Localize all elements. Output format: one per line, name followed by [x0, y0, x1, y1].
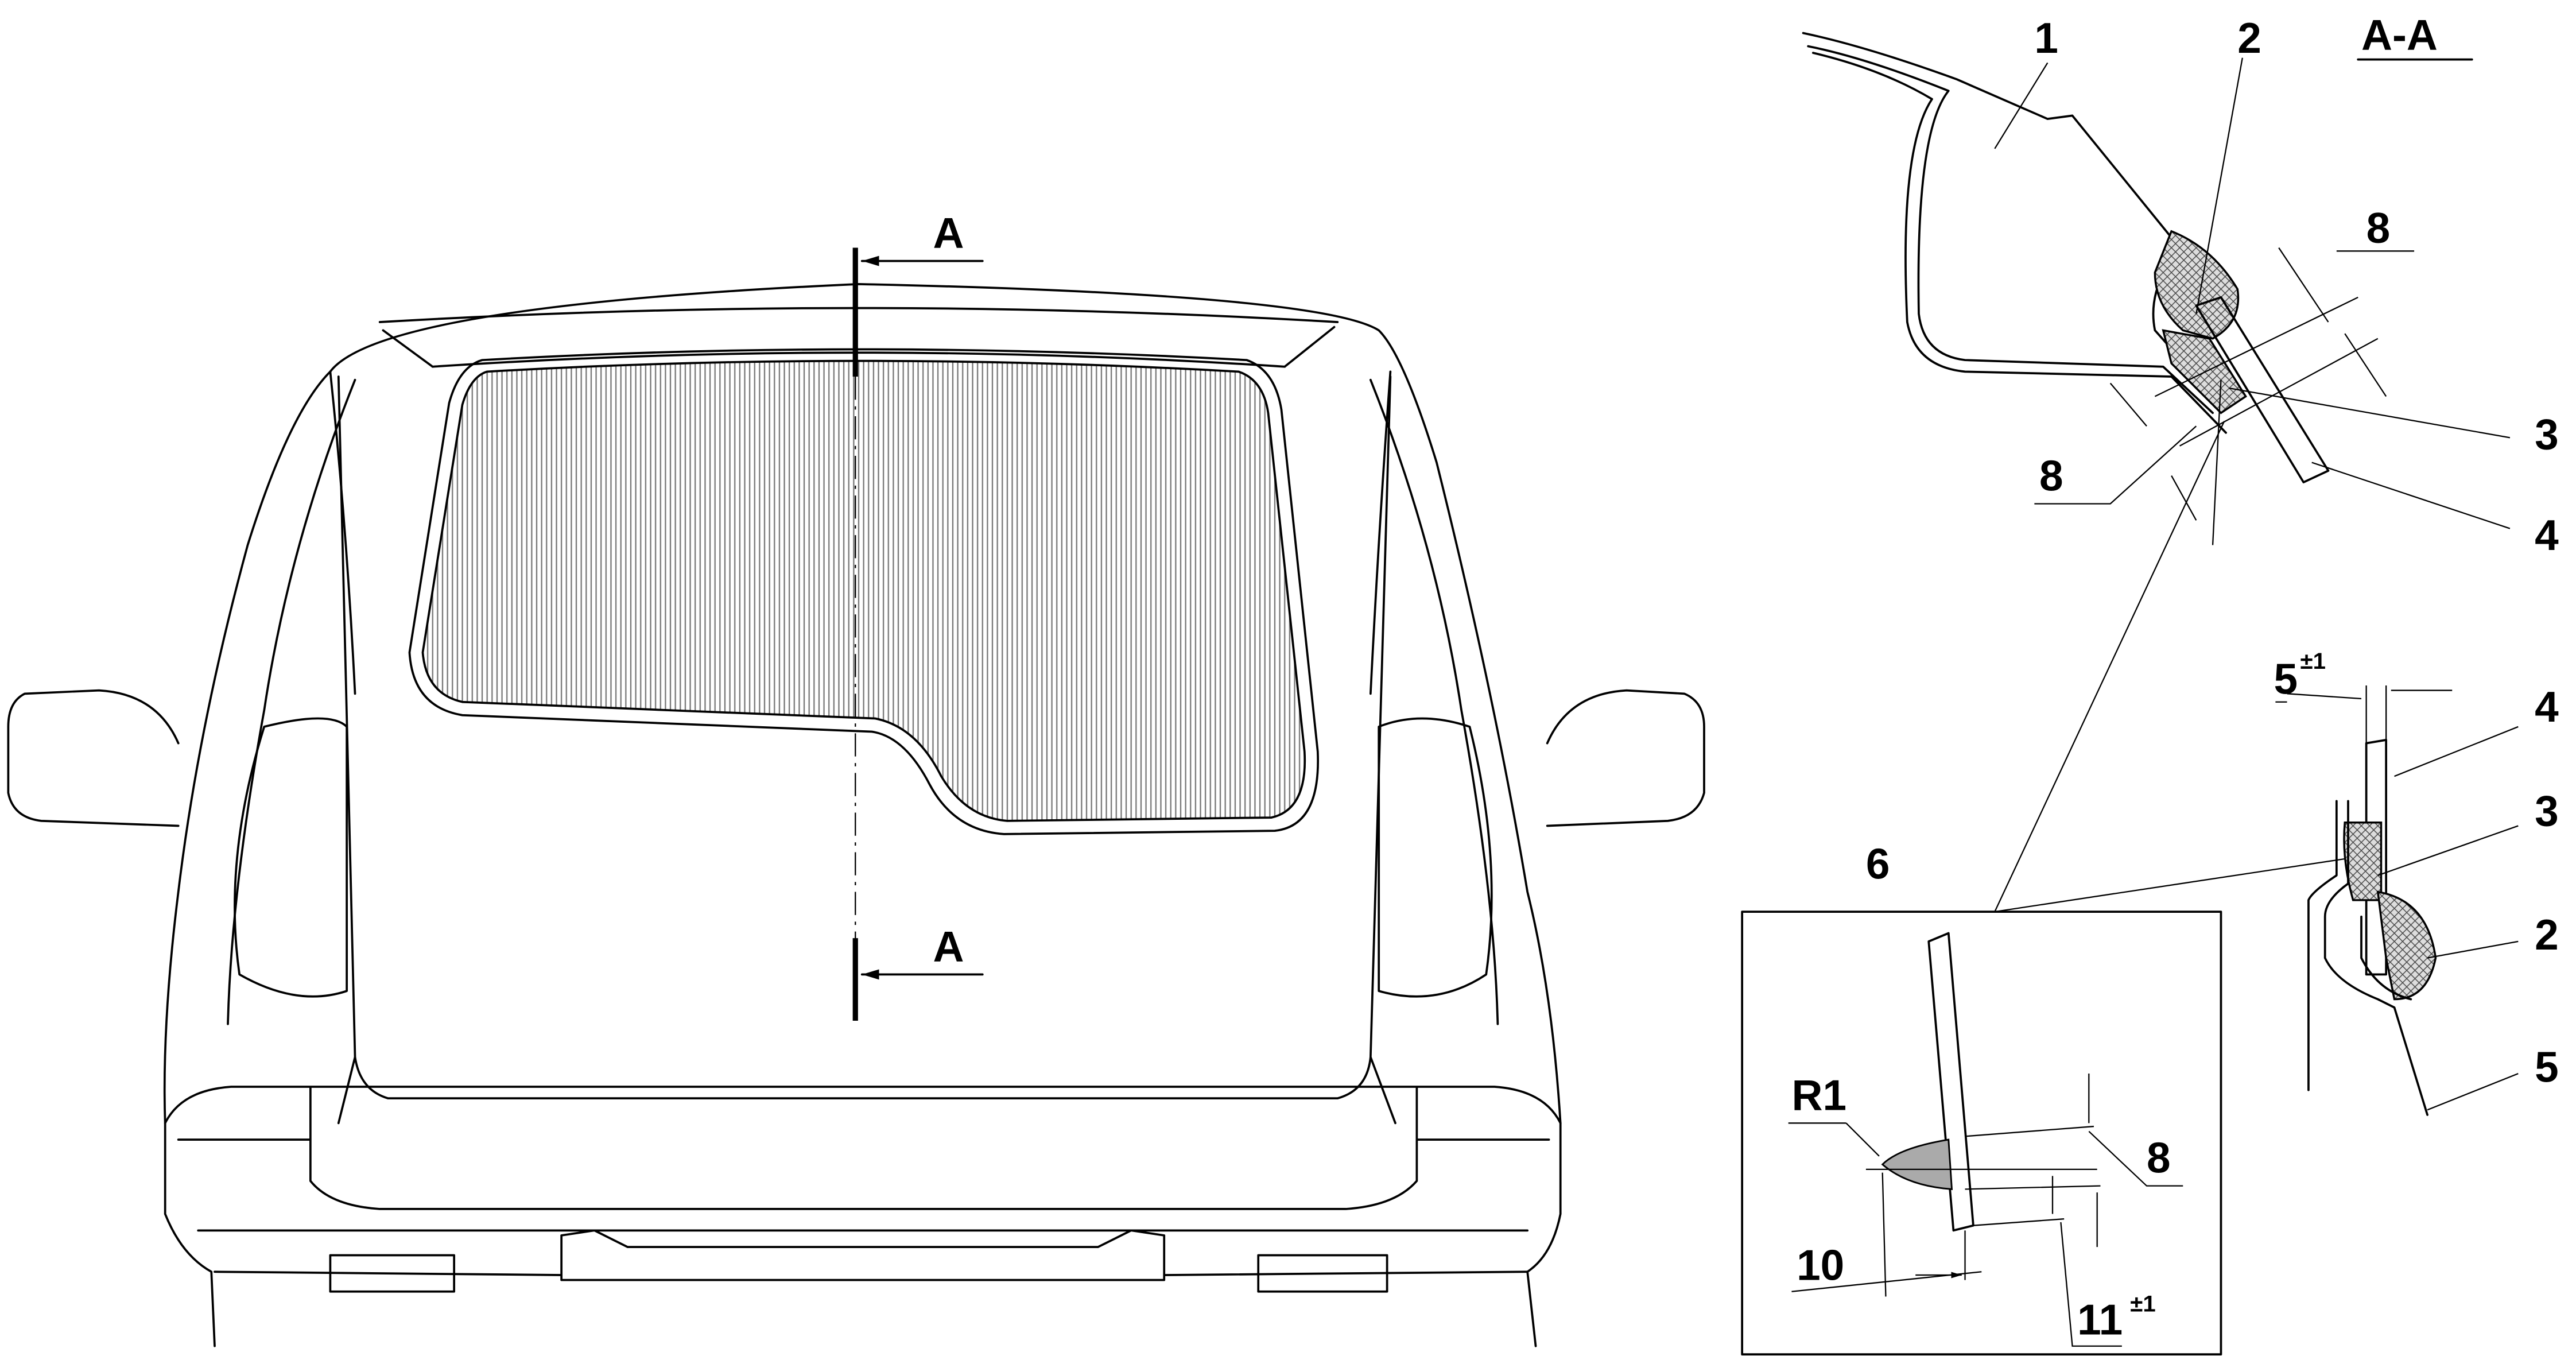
reflector-left: [329, 1254, 456, 1293]
seal-profile-2: [2154, 230, 2240, 340]
section-label-bottom: A: [933, 922, 964, 970]
dimension-8-upper: 8: [2366, 204, 2391, 252]
glass-4: [2195, 296, 2330, 483]
body-outline: [163, 282, 1562, 1347]
callout-4-detail: 4: [2535, 683, 2559, 731]
inset-dimension-8: 8: [2147, 1134, 2171, 1182]
dimension-5-tolerance: ±1: [2300, 648, 2326, 674]
inset-label: 6: [1866, 840, 1890, 888]
rear-pillar-right: [1369, 370, 1499, 1025]
inset-frame: [1741, 911, 2222, 1355]
callout-3: 3: [2535, 410, 2559, 459]
callout-5-detail: 5: [2535, 1043, 2559, 1091]
callout-4: 4: [2535, 511, 2559, 559]
vehicle-rear-view: A A: [7, 209, 1705, 1347]
section-title: A-A: [2361, 10, 2438, 59]
dim-lines-b: [2275, 685, 2453, 743]
roof-inner: [1811, 52, 2227, 434]
leader-lines-b: [1995, 726, 2519, 1111]
inset-dimension-11-tolerance: ±1: [2130, 1291, 2156, 1316]
adhesive-bead: [1881, 1138, 1953, 1190]
detail-view: 4 3 2 5 5 ±1: [1995, 648, 2559, 1116]
radius-r1: R1: [1791, 1071, 1846, 1119]
roof-line: [378, 307, 1339, 368]
inset-6: 6 R1 8 10 11 ±1: [1741, 840, 2222, 1355]
section-label-top: A: [933, 209, 964, 257]
roof-panel: [1802, 32, 2222, 414]
mirror-left: [7, 689, 180, 827]
tailgate-outline: [337, 375, 1396, 1125]
section-a-a: A-A 1 2 3 4 8 8: [1802, 10, 2559, 912]
rear-window: [421, 359, 1306, 822]
dimension-5: 5: [2274, 654, 2298, 703]
inset-dim-lines: [1788, 1122, 2183, 1347]
callout-3-detail: 3: [2535, 787, 2559, 835]
window-seal: [408, 348, 1320, 835]
callout-1: 1: [2034, 14, 2058, 62]
inset-dimension-11: 11: [2077, 1296, 2123, 1344]
adhesive-3-detail: [2343, 822, 2383, 901]
callout-2-detail: 2: [2535, 911, 2559, 959]
reflector-right: [1257, 1254, 1388, 1293]
inset-dimension-10: 10: [1797, 1241, 1844, 1289]
dim-lines-a: [2034, 247, 2415, 521]
tail-light-right: [1378, 717, 1493, 998]
dimension-8-lower: 8: [2039, 451, 2063, 499]
mirror-right: [1546, 689, 1705, 827]
rear-pillar-left: [227, 370, 356, 1025]
inset-dim-arrows: [1915, 1074, 2098, 1275]
callout-2: 2: [2237, 14, 2261, 62]
seal-2-detail: [2376, 890, 2437, 1001]
tail-light-left: [234, 717, 348, 998]
leader-lines-a: [1994, 57, 2511, 912]
panel-5-detail: [2307, 800, 2428, 1116]
rear-bumper: [164, 1086, 1562, 1281]
